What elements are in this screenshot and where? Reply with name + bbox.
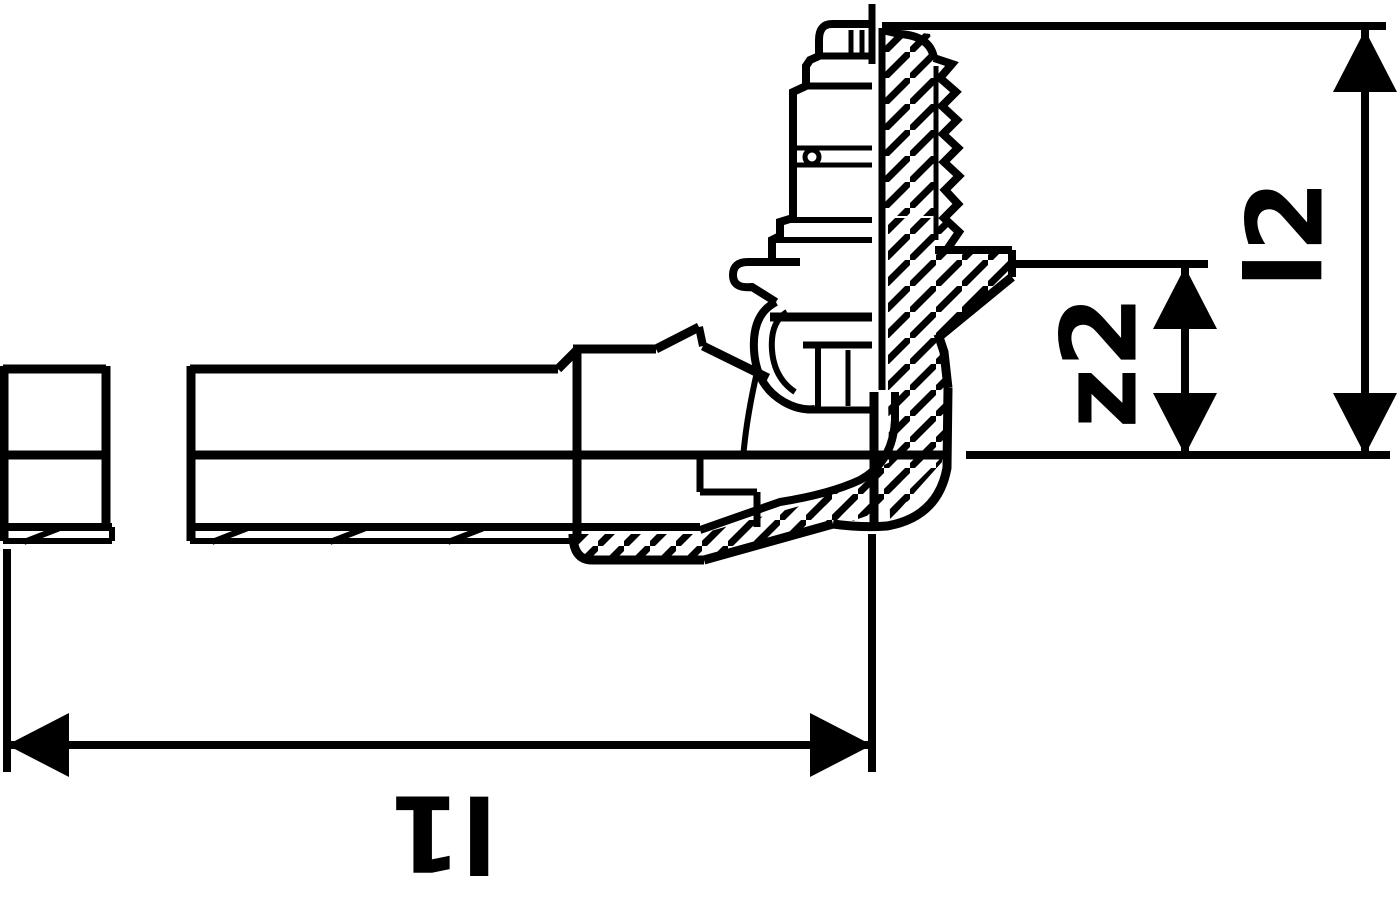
pipe-left-segment (0, 364, 115, 545)
thread-teeth-profile (932, 54, 965, 251)
bell-tail-curve (740, 371, 760, 460)
hatch-area-bottom-shell (700, 498, 846, 561)
elbow-shell (698, 332, 953, 565)
z2-arrowhead-top-icon (1153, 267, 1217, 329)
shell-outer-corner (832, 387, 953, 532)
thread-top-chamfer (881, 26, 938, 60)
bell-inner-curve (768, 309, 797, 395)
dimension-z2: z2 (1014, 260, 1217, 455)
hatch-area-sleeve-skirt (577, 534, 706, 560)
sleeve-skirt-bottom (568, 533, 704, 565)
bell-outer-curve (749, 298, 816, 414)
pipe-wall-hatch-tick (22, 525, 62, 545)
body-outline (789, 82, 808, 218)
z2-label: z2 (1038, 296, 1160, 429)
l2-arrowhead-bottom-icon (1333, 393, 1397, 455)
pipe-wall-hatch-tick (210, 525, 250, 545)
ring1-outline (802, 52, 821, 86)
pipe-right-segment (186, 364, 950, 545)
indicator-bar (728, 258, 800, 306)
shell-outer-edge (702, 519, 835, 565)
dimension-l2: l2 (882, 22, 1397, 459)
hatch-area-bottom-corner (820, 462, 912, 526)
l2-label: l2 (1224, 180, 1346, 288)
l2-arrowhead-top-icon (1333, 30, 1397, 92)
dimension-l1: l1 (3, 534, 876, 894)
press-sleeve-horizontal (554, 322, 770, 565)
hatch-area-thread-wall (882, 28, 935, 216)
z2-arrowhead-bottom-icon (1153, 393, 1217, 455)
l1-arrowhead-left-icon (7, 713, 69, 777)
body-groove-dot (802, 147, 822, 167)
pipe-wall-hatch-tick (328, 525, 368, 545)
flange-taper-edge (937, 273, 1015, 340)
hatch-area-corner (888, 390, 946, 520)
l1-label: l1 (389, 772, 497, 894)
ring2-outline (768, 214, 795, 260)
threaded-connector-section (878, 26, 1016, 390)
cap-outline (815, 20, 872, 56)
sleeve-step-edge (695, 326, 707, 347)
section-hatching (577, 28, 1012, 561)
wall-outer-lower (933, 332, 953, 389)
hatch-area-flange-taper (888, 218, 1012, 334)
sleeve-step-chamfer (653, 322, 702, 354)
hatch-area-wall-lower (888, 334, 946, 390)
l1-arrowhead-right-icon (810, 713, 872, 777)
shell-inner-edge (698, 392, 899, 534)
press-sleeve-vertical (728, 20, 872, 460)
pipe-wall-hatch-tick (446, 525, 486, 545)
